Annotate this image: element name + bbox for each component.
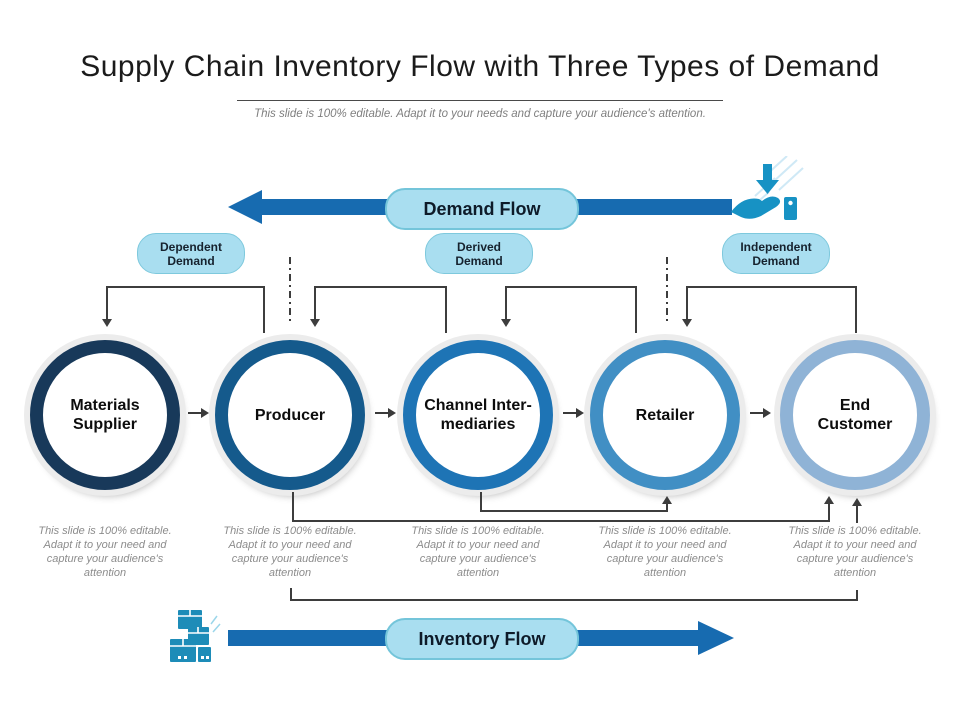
demand-bracket-2 <box>315 286 447 288</box>
node-label: Materials Supplier <box>70 397 140 433</box>
node-end-customer: End Customer <box>780 340 930 490</box>
demand-bracket-3 <box>506 286 637 288</box>
demand-bracket-3-rise <box>635 286 637 333</box>
demand-arrow-into-retailer <box>682 319 692 327</box>
badge-independent-demand: Independent Demand <box>722 233 830 274</box>
page-subtitle: This slide is 100% editable. Adapt it to… <box>254 108 706 120</box>
demand-bracket-4-rise <box>855 286 857 333</box>
node-retailer: Retailer <box>590 340 740 490</box>
receive-hand-icon <box>731 156 804 220</box>
zone-divider-right <box>666 257 668 325</box>
caption-channel-intermediaries: This slide is 100% editable. Adapt it to… <box>411 525 545 579</box>
demand-bracket-4-drop <box>686 286 688 319</box>
caption-retailer: This slide is 100% editable. Adapt it to… <box>598 525 732 579</box>
zone-divider-left <box>289 257 291 325</box>
bottom-rail <box>290 599 858 601</box>
demand-bracket-2-rise <box>445 286 447 333</box>
flow-step-arrow-3 <box>563 408 584 418</box>
bottom-rail-right-rise <box>856 590 858 601</box>
node-materials-supplier: Materials Supplier <box>30 340 180 490</box>
badge-derived-demand: Derived Demand <box>425 233 533 274</box>
inv-arrow-into-retailer <box>662 496 672 504</box>
flow-step-arrow-4 <box>750 408 771 418</box>
bottom-rail-arrow-shaft <box>856 505 858 523</box>
demand-bracket-4 <box>687 286 857 288</box>
page-title: Supply Chain Inventory Flow with Three T… <box>80 50 880 83</box>
demand-arrow-into-producer <box>310 319 320 327</box>
demand-flow-label: Demand Flow <box>385 188 579 230</box>
demand-arrow-into-channel <box>501 319 511 327</box>
badge-dependent-demand: Dependent Demand <box>137 233 245 274</box>
inventory-boxes-icon <box>170 610 221 662</box>
node-label: Channel Inter- mediaries <box>424 397 532 433</box>
demand-bracket-3-drop <box>505 286 507 319</box>
node-label: End Customer <box>817 397 893 433</box>
flow-step-arrow-1 <box>188 408 209 418</box>
inventory-flow-label: Inventory Flow <box>385 618 579 660</box>
bottom-rail-left-drop <box>290 588 292 601</box>
node-label: Retailer <box>635 406 695 424</box>
title-underline <box>237 100 723 101</box>
demand-bracket-1-drop <box>106 286 108 319</box>
inv-conn-producer-rail <box>292 520 830 522</box>
demand-flow-arrowhead <box>228 190 262 224</box>
bottom-rail-arrow-into-endcustomer <box>852 498 862 506</box>
caption-producer: This slide is 100% editable. Adapt it to… <box>223 525 357 579</box>
inv-conn-producer-drop <box>292 492 294 522</box>
inv-conn-endcustomer-rise <box>828 503 830 521</box>
node-producer: Producer <box>215 340 365 490</box>
caption-end-customer: This slide is 100% editable. Adapt it to… <box>788 525 922 579</box>
node-channel-intermediaries: Channel Inter- mediaries <box>403 340 553 490</box>
inv-conn-channel-rail <box>480 510 668 512</box>
caption-materials-supplier: This slide is 100% editable. Adapt it to… <box>38 525 172 579</box>
inv-arrow-into-endcustomer <box>824 496 834 504</box>
inv-conn-channel-drop <box>480 492 482 512</box>
flow-step-arrow-2 <box>375 408 396 418</box>
inventory-flow-arrowhead <box>698 621 734 655</box>
demand-bracket-1 <box>107 286 265 288</box>
demand-bracket-2-drop <box>314 286 316 319</box>
node-label: Producer <box>254 406 326 424</box>
inv-conn-retailer-rise <box>666 503 668 512</box>
demand-arrow-into-supplier <box>102 319 112 327</box>
demand-bracket-1-rise <box>263 286 265 333</box>
